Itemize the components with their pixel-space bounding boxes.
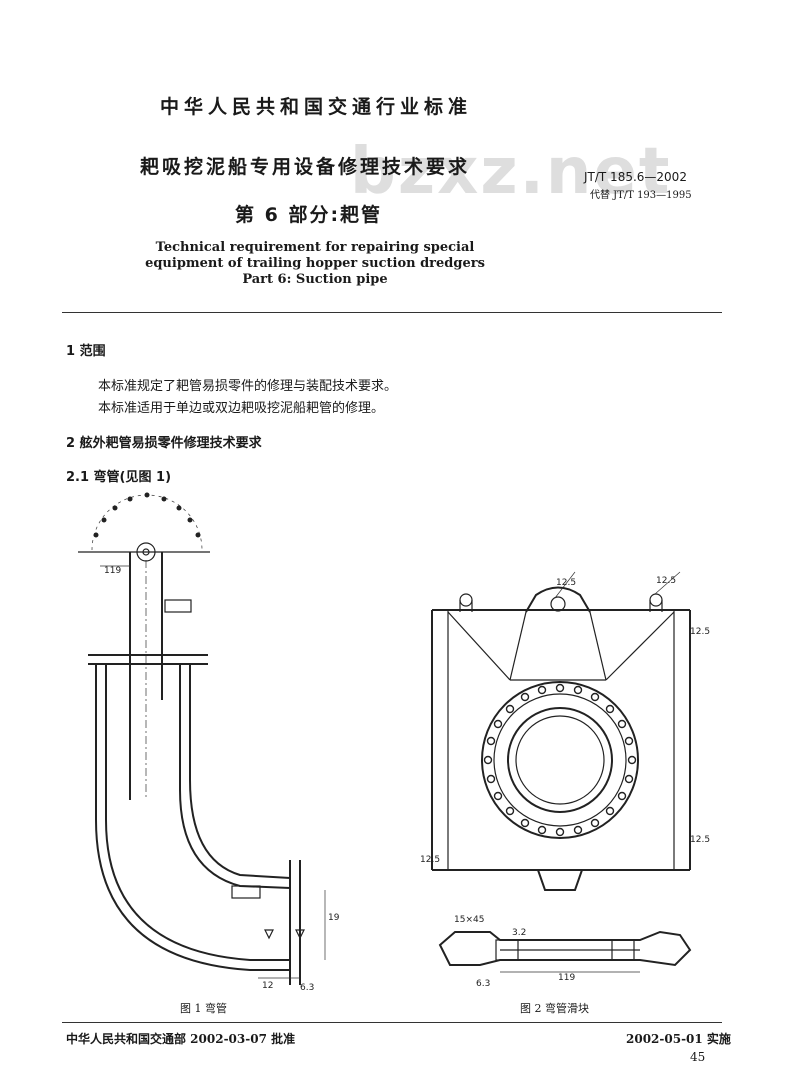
figure-2-label: 12.5 bbox=[690, 835, 710, 845]
footer-implementation: 2002-05-01 实施 bbox=[626, 1032, 731, 1046]
title-english-line: Technical requirement for repairing spec… bbox=[155, 240, 475, 255]
page-number: 45 bbox=[690, 1050, 706, 1064]
section-2-heading: 2 舷外耙管易损零件修理技术要求 bbox=[66, 436, 262, 451]
header-rule bbox=[62, 312, 722, 313]
figure-2-label: 12.5 bbox=[690, 627, 710, 637]
standard-code: JT/T 185.6—2002 bbox=[584, 170, 687, 184]
figure-2-label: 12.5 bbox=[656, 576, 676, 586]
figure-1-label: 119 bbox=[104, 566, 121, 576]
title-chinese: 耙吸挖泥船专用设备修理技术要求 bbox=[140, 156, 471, 178]
footer-approval: 中华人民共和国交通部 2002-03-07 批准 bbox=[66, 1032, 296, 1046]
figure-2-label: 6.3 bbox=[476, 979, 490, 989]
figure-2-label: 15×45 bbox=[454, 915, 484, 925]
watermark: bzxz.net bbox=[350, 135, 672, 209]
title-english-line: Part 6: Suction pipe bbox=[242, 272, 388, 287]
footer-rule bbox=[62, 1022, 722, 1023]
section-1-paragraph: 本标准适用于单边或双边耙吸挖泥船耙管的修理。 bbox=[98, 401, 385, 416]
title-english-line: equipment of trailing hopper suction dre… bbox=[145, 256, 485, 271]
title-english: Technical requirement for repairing spec… bbox=[0, 240, 630, 288]
figure-1-label: 19 bbox=[328, 913, 340, 923]
figure-2-label: 3.2 bbox=[512, 928, 526, 938]
section-2-1-heading: 2.1 弯管(见图 1) bbox=[66, 470, 172, 485]
figure-1-label: 6.3 bbox=[300, 983, 314, 993]
figure-2-label: 12.5 bbox=[420, 855, 440, 865]
figure-2-label: 119 bbox=[558, 973, 575, 983]
part-title-chinese: 第 6 部分:耙管 bbox=[235, 204, 383, 226]
standard-org: 中华人民共和国交通行业标准 bbox=[160, 96, 473, 118]
section-1-heading: 1 范围 bbox=[66, 344, 106, 359]
figure-1-label: 12 bbox=[262, 981, 273, 991]
figure-2-caption: 图 2 弯管滑块 bbox=[520, 1002, 589, 1015]
standard-replaces: 代替 JT/T 193—1995 bbox=[590, 190, 692, 201]
figure-1-caption: 图 1 弯管 bbox=[180, 1002, 227, 1015]
section-1-paragraph: 本标准规定了耙管易损零件的修理与装配技术要求。 bbox=[98, 379, 398, 394]
figure-2-label: 12.5 bbox=[556, 578, 576, 588]
